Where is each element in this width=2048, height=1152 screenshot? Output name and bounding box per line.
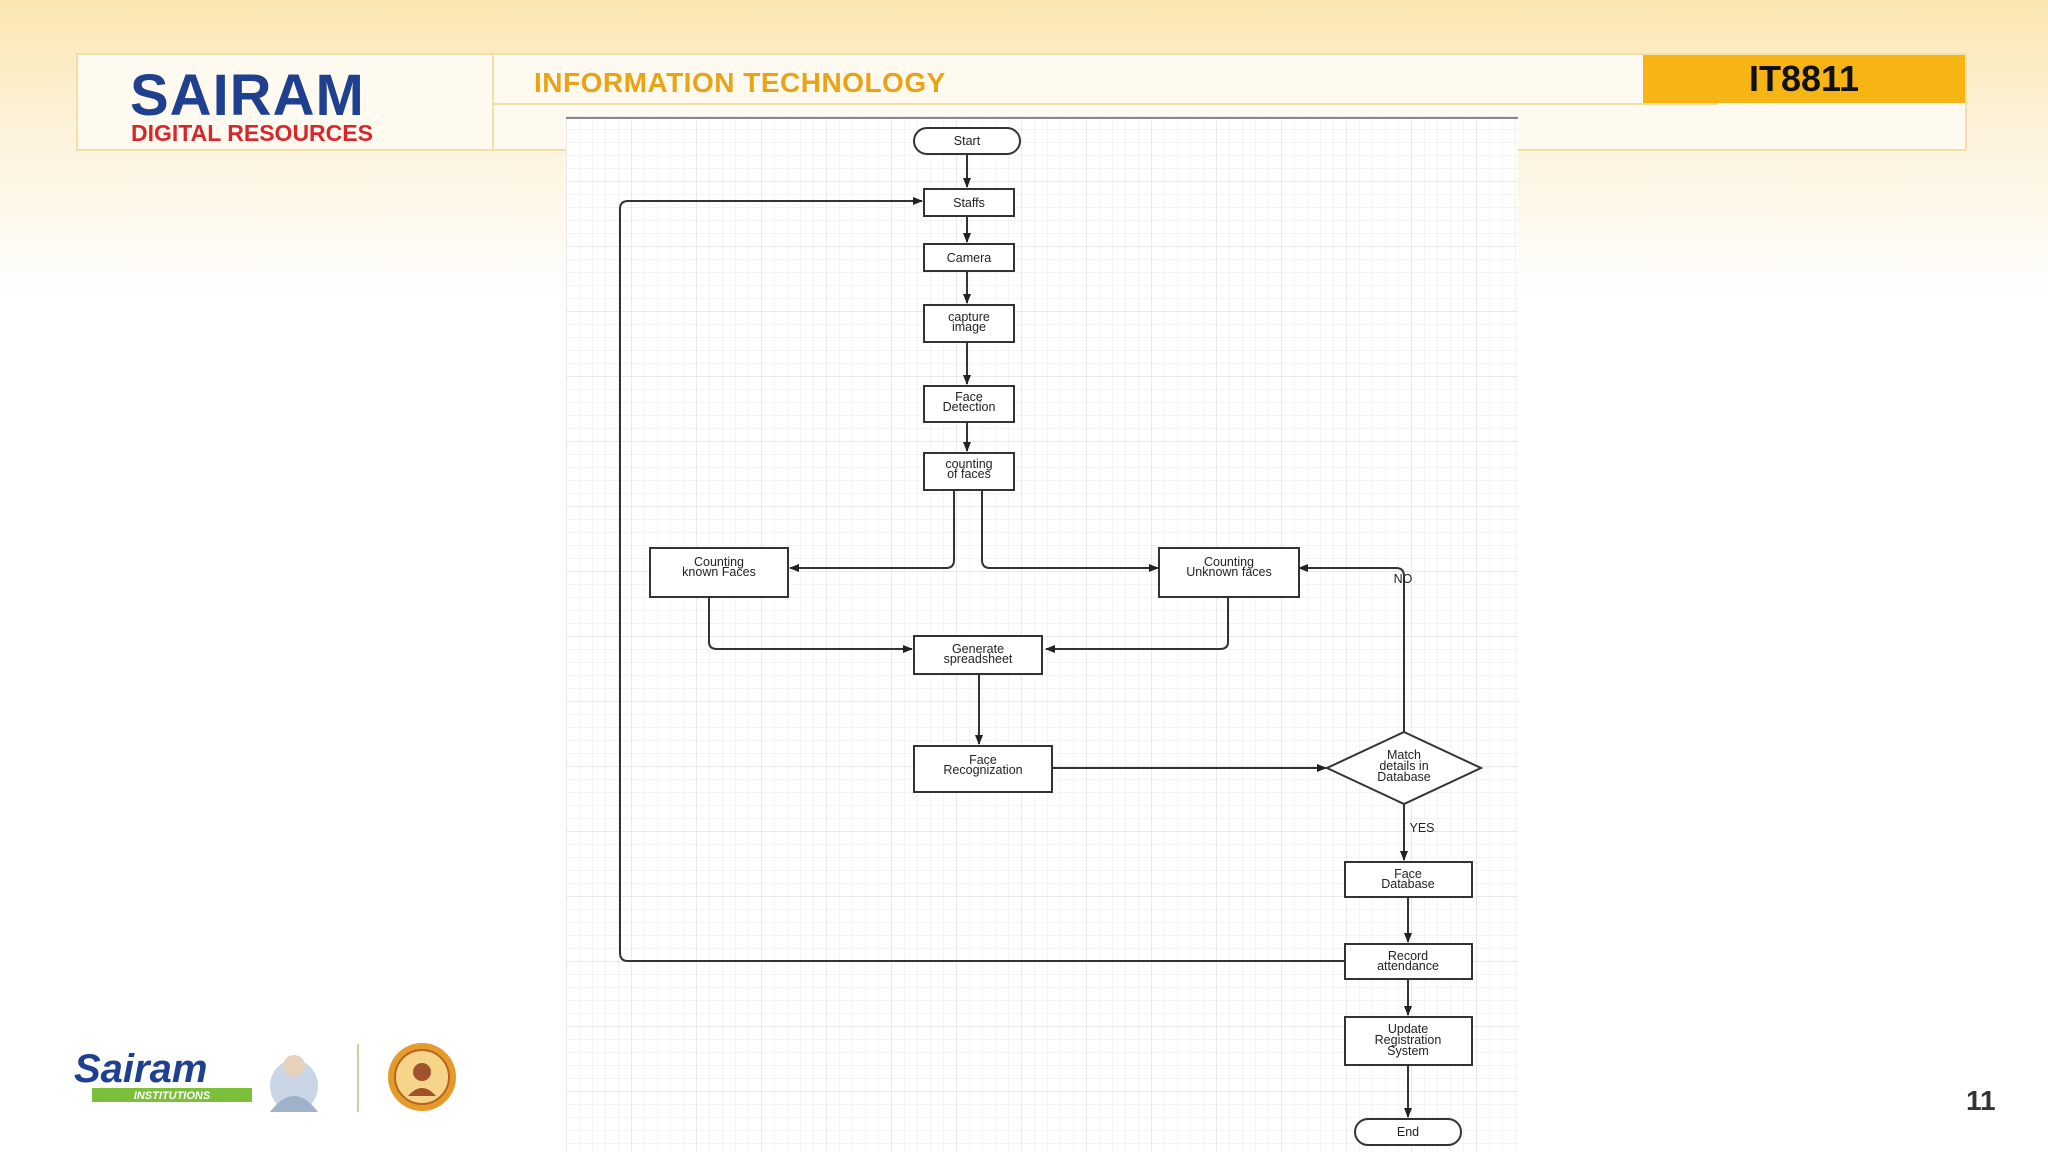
arrow-known-sheet <box>708 597 913 653</box>
label-known-1: Counting <box>694 555 744 569</box>
label-unknown-2: Unknown faces <box>1186 565 1271 579</box>
department-title: INFORMATION TECHNOLOGY <box>534 67 946 98</box>
label-recognition-2: Recognization <box>943 763 1022 777</box>
institution-seal-icon <box>388 1043 456 1111</box>
label-known-2: known Faces <box>682 565 756 579</box>
node-face-detection <box>923 385 1015 423</box>
node-capture-image <box>923 304 1015 343</box>
node-match-database <box>1324 730 1484 806</box>
header-divider <box>492 103 1718 105</box>
founder-portrait-icon <box>270 1055 318 1112</box>
attendance-flowchart: Start Staffs Camera capture image Face D… <box>566 116 1518 1152</box>
node-update-registration <box>1344 1016 1473 1066</box>
label-start: Start <box>954 134 981 148</box>
label-detection-2: Detection <box>943 400 996 414</box>
node-face-database <box>1344 861 1473 898</box>
node-face-recognization <box>913 745 1053 793</box>
label-sheet-2: spreadsheet <box>944 652 1013 666</box>
footer-logos: Sairam INSTITUTIONS <box>74 1043 456 1112</box>
node-counting-unknown <box>1158 547 1300 598</box>
label-recognition-1: Face <box>969 753 997 767</box>
label-yes: YES <box>1409 821 1434 835</box>
label-no: NO <box>1394 572 1413 586</box>
label-capture-2: image <box>952 320 986 334</box>
label-database-1: Face <box>1394 867 1422 881</box>
label-match-2: details in <box>1379 759 1428 773</box>
sairam-digital-logo: SAIRAM DIGITAL RESOURCES <box>78 55 494 149</box>
arrow-counting-unknown <box>981 490 1159 572</box>
label-record-1: Record <box>1388 949 1428 963</box>
label-counting-1: counting <box>945 457 992 471</box>
label-capture-1: capture <box>948 310 990 324</box>
slide-page-number: 11 <box>1966 1085 1996 1116</box>
label-update-2: Registration <box>1375 1033 1442 1047</box>
arrow-match-no-unknown <box>1298 564 1405 732</box>
label-update-3: System <box>1387 1044 1429 1058</box>
node-start <box>913 127 1021 155</box>
label-camera: Camera <box>947 251 992 265</box>
label-unknown-1: Counting <box>1204 555 1254 569</box>
logo-main-text: SAIRAM <box>130 63 365 128</box>
node-staffs <box>923 188 1015 217</box>
node-camera <box>923 243 1015 272</box>
label-match-3: Database <box>1377 770 1431 784</box>
label-record-2: attendance <box>1377 959 1439 973</box>
sairam-institutions-logo: Sairam <box>74 1047 207 1091</box>
node-record-attendance <box>1344 943 1473 980</box>
node-generate-spreadsheet <box>913 635 1043 675</box>
label-end: End <box>1397 1125 1419 1139</box>
arrow-counting-known <box>789 490 955 572</box>
label-staffs: Staffs <box>953 196 985 210</box>
logo-sub-text: DIGITAL RESOURCES <box>131 120 373 146</box>
label-sheet-1: Generate <box>952 642 1004 656</box>
slide-header: SAIRAM DIGITAL RESOURCES INFORMATION TEC… <box>76 53 1967 151</box>
node-counting-faces <box>923 452 1015 491</box>
label-counting-2: of faces <box>947 467 991 481</box>
label-database-2: Database <box>1381 877 1435 891</box>
node-counting-known <box>649 547 789 598</box>
label-detection-1: Face <box>955 390 983 404</box>
arrow-loop-record-staffs <box>619 197 1345 962</box>
course-code: IT8811 <box>1643 55 1965 103</box>
node-end <box>1354 1118 1462 1146</box>
institutions-banner <box>92 1088 252 1102</box>
arrow-unknown-sheet <box>1045 597 1229 653</box>
institutions-text: INSTITUTIONS <box>134 1090 211 1102</box>
label-update-1: Update <box>1388 1022 1428 1036</box>
label-match-1: Match <box>1387 748 1421 762</box>
